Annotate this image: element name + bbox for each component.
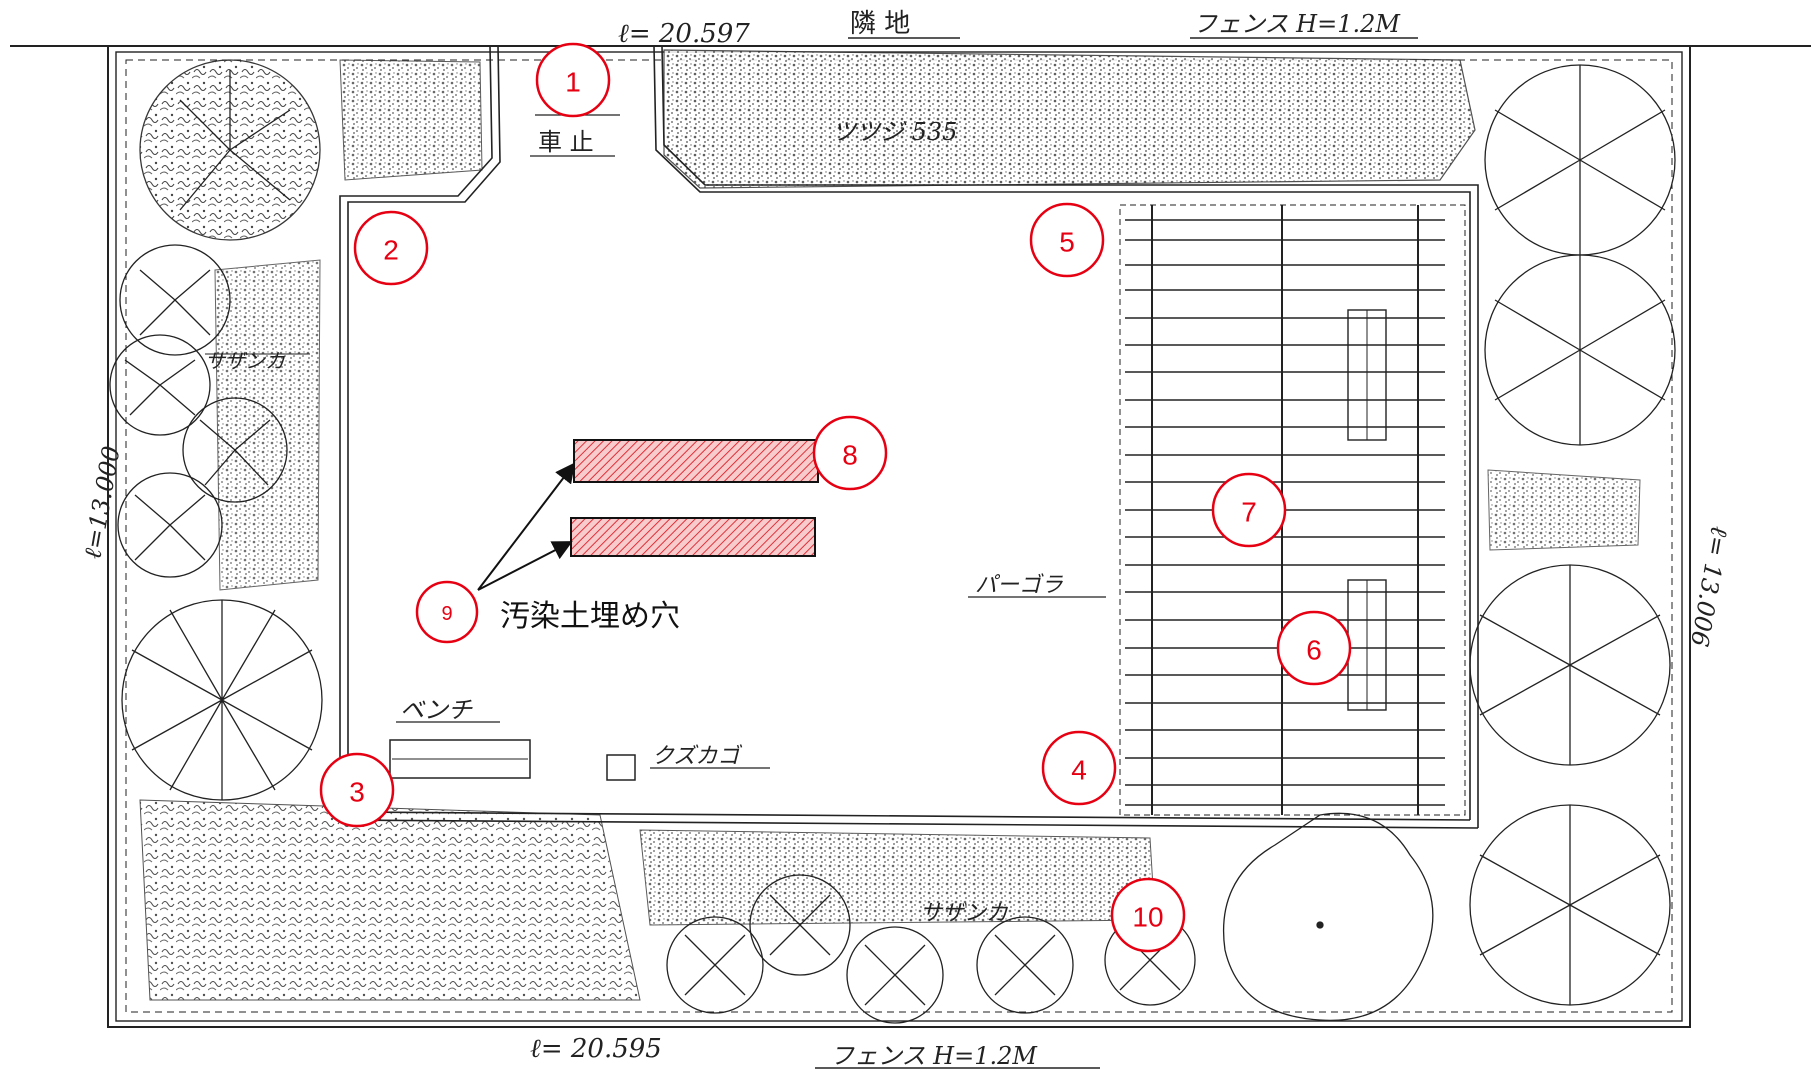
trash-basket	[606, 754, 636, 781]
hedge-right	[1487, 469, 1641, 551]
hedge-bottom	[639, 829, 1156, 926]
hedge-top-left	[339, 59, 483, 181]
shrubs-bottom-left	[139, 799, 641, 1001]
marker-9: 9	[415, 580, 479, 644]
tsutsuji-hedge-top	[663, 49, 1476, 189]
arrow-to-pit-upper	[477, 462, 576, 591]
soil-pit-upper	[573, 439, 819, 483]
dimension-bottom: ℓ= 20.595	[530, 1034, 662, 1064]
marker-5: 5	[1029, 202, 1105, 278]
palm-right-1	[1484, 64, 1676, 256]
marker-8: 8	[812, 415, 888, 491]
svg-text:5: 5	[1059, 227, 1075, 258]
marker-4: 4	[1041, 730, 1117, 806]
hedge-left	[214, 259, 321, 591]
marker-10: 10	[1110, 877, 1186, 953]
marker-2: 2	[353, 210, 429, 286]
palm-right-2	[1484, 254, 1676, 446]
svg-text:3: 3	[349, 777, 365, 808]
tree-left-3	[182, 397, 288, 503]
marker-6: 6	[1276, 610, 1352, 686]
arrow-to-pit-lower	[477, 541, 573, 591]
tree-left-1	[119, 244, 231, 356]
sazanka-label-bottom: サザンカ	[920, 901, 1008, 926]
trees	[109, 59, 1676, 1024]
boundary-label-top: 隣 地	[850, 9, 910, 39]
marker-7: 7	[1211, 472, 1287, 548]
svg-text:6: 6	[1306, 635, 1322, 666]
tree-bottom-large	[1222, 812, 1434, 1022]
svg-text:1: 1	[565, 67, 581, 98]
svg-text:9: 9	[441, 603, 452, 625]
fence-label-top: フェンス H=1.2M	[1193, 10, 1401, 38]
palm-right-4	[1469, 804, 1671, 1006]
dimension-left: ℓ=13.000	[78, 444, 125, 561]
bench-label: ベンチ	[400, 696, 473, 724]
planting-beds	[139, 49, 1641, 1001]
contaminated-soil-pit-label: 汚染土埋め穴	[500, 599, 680, 634]
svg-text:8: 8	[842, 440, 858, 471]
dimension-right: ℓ= 13.006	[1685, 524, 1734, 649]
pergola-label: パーゴラ	[975, 573, 1063, 598]
dimension-top: ℓ= 20.597	[618, 19, 750, 49]
tree-left-2	[109, 334, 211, 436]
svg-text:10: 10	[1132, 902, 1163, 933]
marker-1: 1	[535, 42, 611, 118]
soil-pit-lower	[570, 517, 816, 557]
svg-text:2: 2	[383, 235, 399, 266]
sazanka-label-left: サザンカ	[205, 349, 285, 373]
trash-basket-label: クズカゴ	[652, 744, 743, 769]
svg-text:7: 7	[1241, 497, 1257, 528]
tsutsuji-label: ツツジ 535	[832, 118, 957, 146]
palm-right-3	[1469, 564, 1671, 766]
tree-left-4	[117, 472, 223, 578]
svg-text:4: 4	[1071, 755, 1087, 786]
marker-3: 3	[319, 752, 395, 828]
palm-left	[121, 599, 323, 801]
car-stop-label: 車 止	[538, 128, 594, 156]
fence-label-bottom: フェンス H=1.2M	[830, 1042, 1038, 1070]
entrance-edges	[339, 45, 1479, 829]
tree-top-left	[139, 59, 321, 241]
pergola	[1119, 204, 1466, 816]
